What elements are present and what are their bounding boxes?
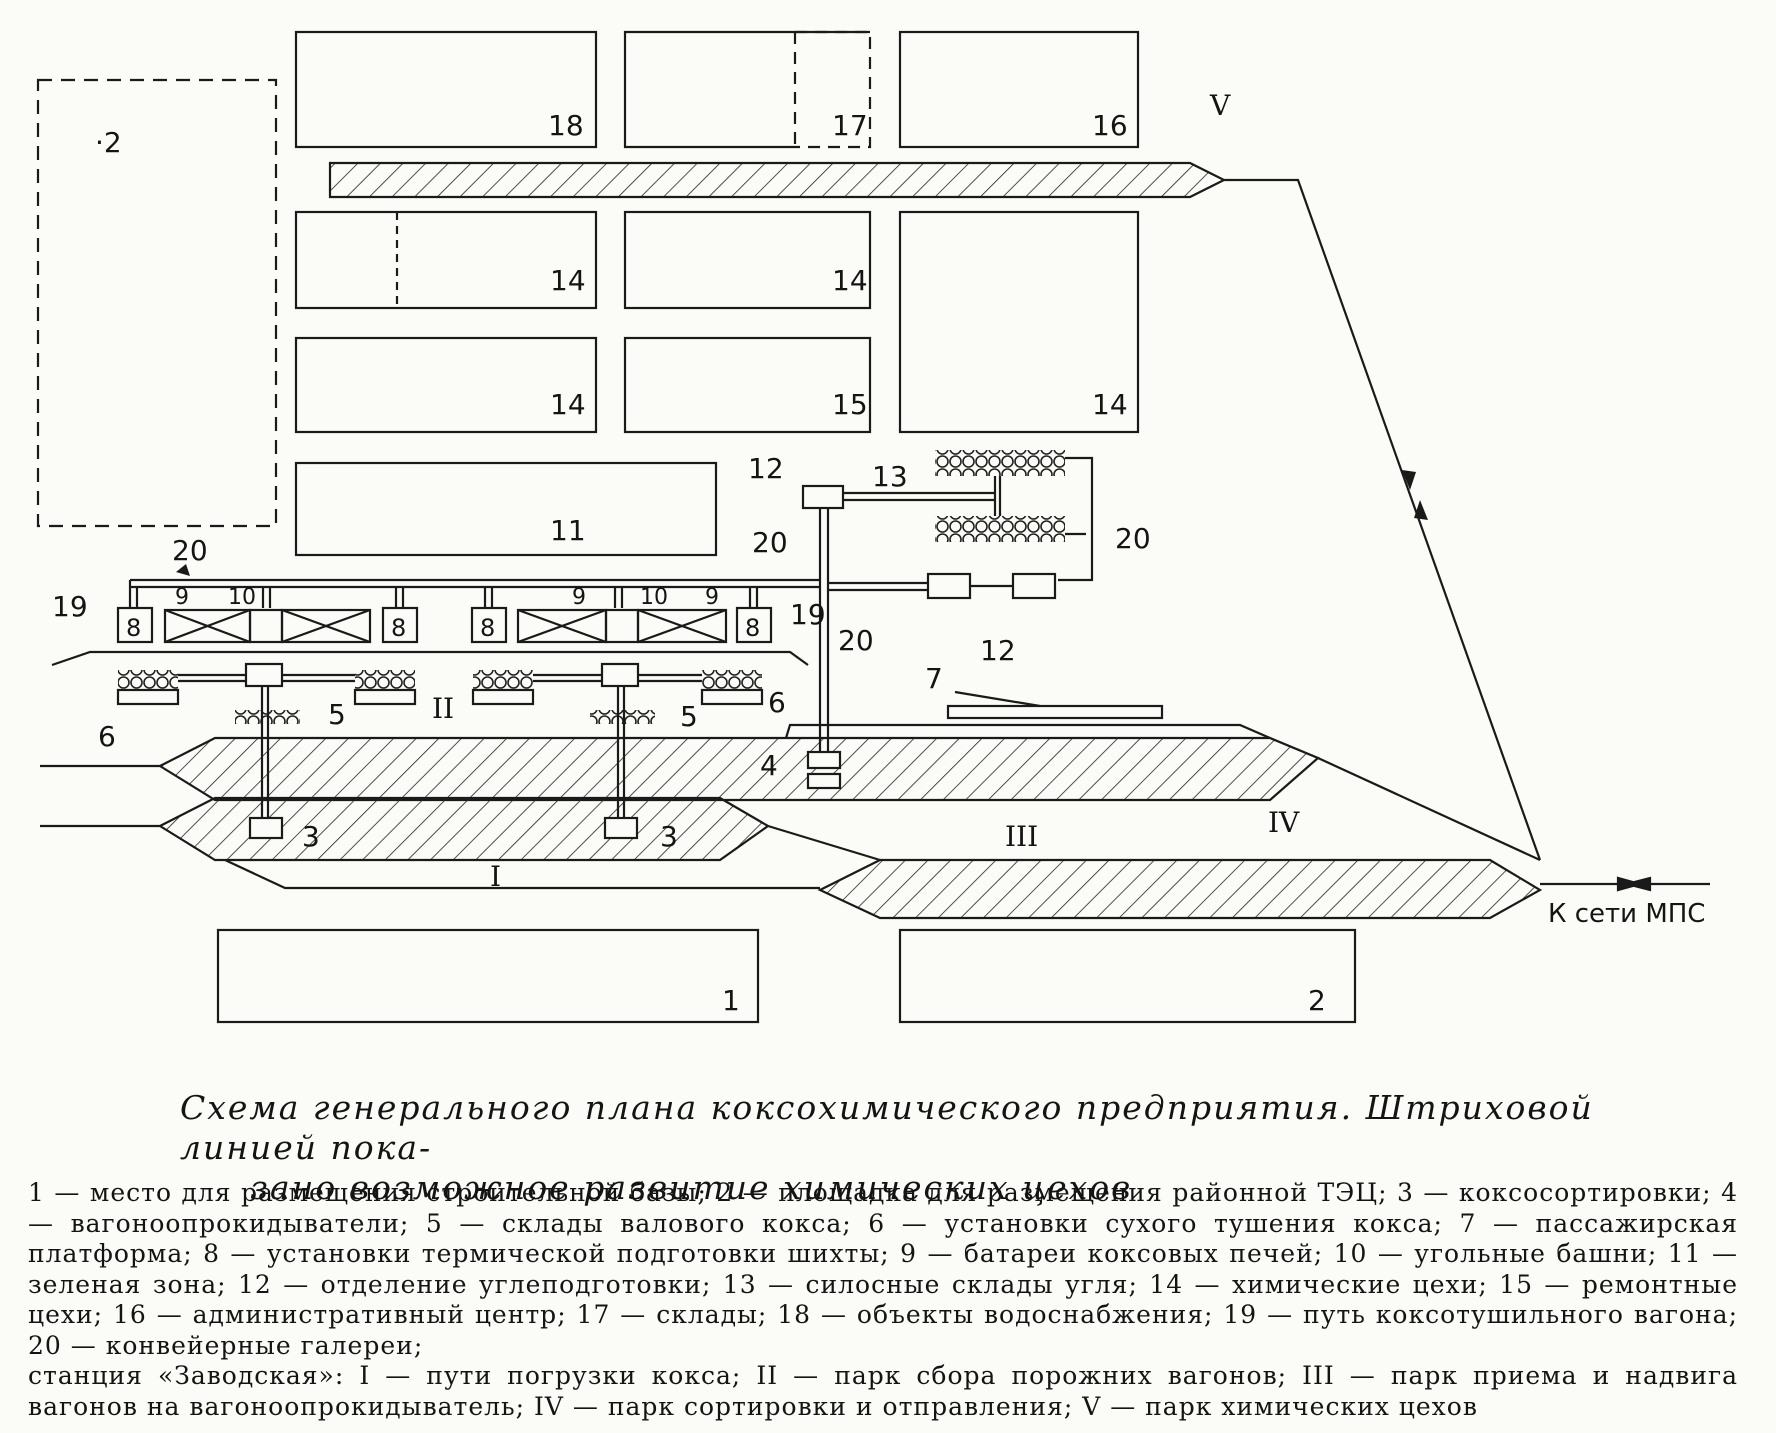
roman-I: I bbox=[490, 860, 501, 893]
label-14a: 14 bbox=[550, 264, 586, 297]
label-8c: 8 bbox=[480, 614, 495, 642]
label-7: 7 bbox=[925, 662, 943, 695]
label-14d: 14 bbox=[1092, 388, 1128, 421]
block-14-left2 bbox=[294, 336, 598, 434]
coke-sort-3-b bbox=[603, 816, 639, 840]
label-8a: 8 bbox=[126, 614, 141, 642]
dry-quench-6-b bbox=[700, 688, 764, 706]
label-15: 15 bbox=[832, 388, 868, 421]
label-3b: 3 bbox=[660, 820, 678, 853]
label-12-top: 12 bbox=[748, 452, 784, 485]
roman-V: V bbox=[1209, 89, 1231, 122]
label-8b: 8 bbox=[391, 614, 406, 642]
label-19-left: 19 bbox=[52, 590, 88, 623]
label-6-right: 6 bbox=[768, 686, 786, 719]
caption-line-1: Схема генерального плана коксохимическог… bbox=[180, 1088, 1594, 1167]
shihta-unit-8-b bbox=[381, 606, 419, 644]
label-20-lower: 20 bbox=[838, 624, 874, 657]
label-9c: 9 bbox=[705, 585, 719, 610]
figure-legend: 1 — место для размещения строительной ба… bbox=[28, 1178, 1738, 1422]
caption-line-2: зано возможное развитие химических цехов bbox=[250, 1168, 1133, 1207]
coke-sort-3-a bbox=[248, 816, 284, 840]
reserve-area-dashed bbox=[36, 78, 278, 528]
track-park-IV bbox=[817, 858, 1543, 920]
block-16 bbox=[898, 30, 1140, 149]
coke-storage-5-b bbox=[590, 710, 655, 724]
label-20-right: 20 bbox=[1115, 522, 1151, 555]
label-3a: 3 bbox=[302, 820, 320, 853]
coke-sort-box-a bbox=[244, 662, 284, 688]
label-5-left: 5 bbox=[328, 698, 346, 731]
label-8d: 8 bbox=[745, 614, 760, 642]
figure-caption: Схема генерального плана коксохимическог… bbox=[180, 1088, 1740, 1208]
block-17-dashed bbox=[795, 30, 872, 149]
label-10a: 10 bbox=[228, 585, 256, 610]
label-20-mid: 20 bbox=[752, 526, 788, 559]
plant-layout-diagram: ·2 bbox=[36, 30, 1710, 1024]
silos-13-top bbox=[935, 450, 1065, 476]
legend-station: станция «Заводская»: I — пути погрузки к… bbox=[28, 1361, 1738, 1421]
label-16: 16 bbox=[1092, 109, 1128, 142]
block-14-mid bbox=[623, 210, 872, 310]
label-19-right: 19 bbox=[790, 598, 826, 631]
label-mps: К сети МПС bbox=[1548, 899, 1705, 929]
label-9a: 9 bbox=[175, 585, 189, 610]
block-18 bbox=[294, 30, 598, 149]
block-14-left bbox=[294, 210, 598, 310]
block-11-green-zone bbox=[294, 461, 718, 557]
label-14b: 14 bbox=[832, 264, 868, 297]
dry-quench-6-a bbox=[116, 688, 180, 706]
label-1: 1 bbox=[722, 984, 740, 1017]
label-17: 17 bbox=[832, 109, 868, 142]
passenger-platform-7 bbox=[946, 704, 1164, 720]
label-10b: 10 bbox=[640, 585, 668, 610]
shihta-unit-8-a bbox=[116, 606, 154, 644]
block-1-construction-base bbox=[216, 928, 760, 1024]
coal-prep-12-lower-b bbox=[1011, 572, 1057, 600]
label-18: 18 bbox=[548, 109, 584, 142]
track-park-II bbox=[157, 736, 1321, 802]
track-park-V bbox=[328, 161, 1227, 199]
label-5-right: 5 bbox=[680, 700, 698, 733]
wagon-tippler-4-b bbox=[806, 772, 842, 790]
coal-prep-12-upper bbox=[801, 484, 845, 510]
block-2-thermal-plant bbox=[898, 928, 1357, 1024]
label-14c: 14 bbox=[550, 388, 586, 421]
label-9b: 9 bbox=[572, 585, 586, 610]
block-14-right bbox=[898, 210, 1140, 434]
silos-13-bottom bbox=[935, 516, 1065, 542]
label-11: 11 bbox=[550, 514, 586, 547]
coal-tower-10-a bbox=[248, 608, 284, 644]
svg-text:·2: ·2 bbox=[95, 126, 122, 159]
coke-battery-9-b bbox=[280, 608, 372, 644]
roman-III: III bbox=[1005, 820, 1038, 853]
block-15 bbox=[623, 336, 872, 434]
coal-tower-10-b bbox=[604, 608, 640, 644]
label-6-left: 6 bbox=[98, 720, 116, 753]
label-13: 13 bbox=[872, 460, 908, 493]
label-4: 4 bbox=[760, 749, 778, 782]
block-17 bbox=[623, 30, 870, 149]
wagon-tippler-4-a bbox=[806, 750, 842, 770]
shihta-unit-8-c bbox=[470, 606, 508, 644]
roman-II: II bbox=[432, 692, 454, 725]
quench-car-path-19 bbox=[51, 650, 809, 667]
label-2: 2 bbox=[1308, 984, 1326, 1017]
coke-battery-9-d bbox=[636, 608, 728, 644]
shihta-unit-8-d bbox=[735, 606, 773, 644]
label-12-bottom: 12 bbox=[980, 634, 1016, 667]
legend-items: 1 — место для размещения строительной ба… bbox=[28, 1178, 1738, 1360]
roman-IV: IV bbox=[1268, 806, 1300, 839]
coal-prep-12-lower-a bbox=[926, 572, 972, 600]
coke-sort-box-b bbox=[600, 662, 640, 688]
label-20-left: 20 bbox=[172, 534, 208, 567]
